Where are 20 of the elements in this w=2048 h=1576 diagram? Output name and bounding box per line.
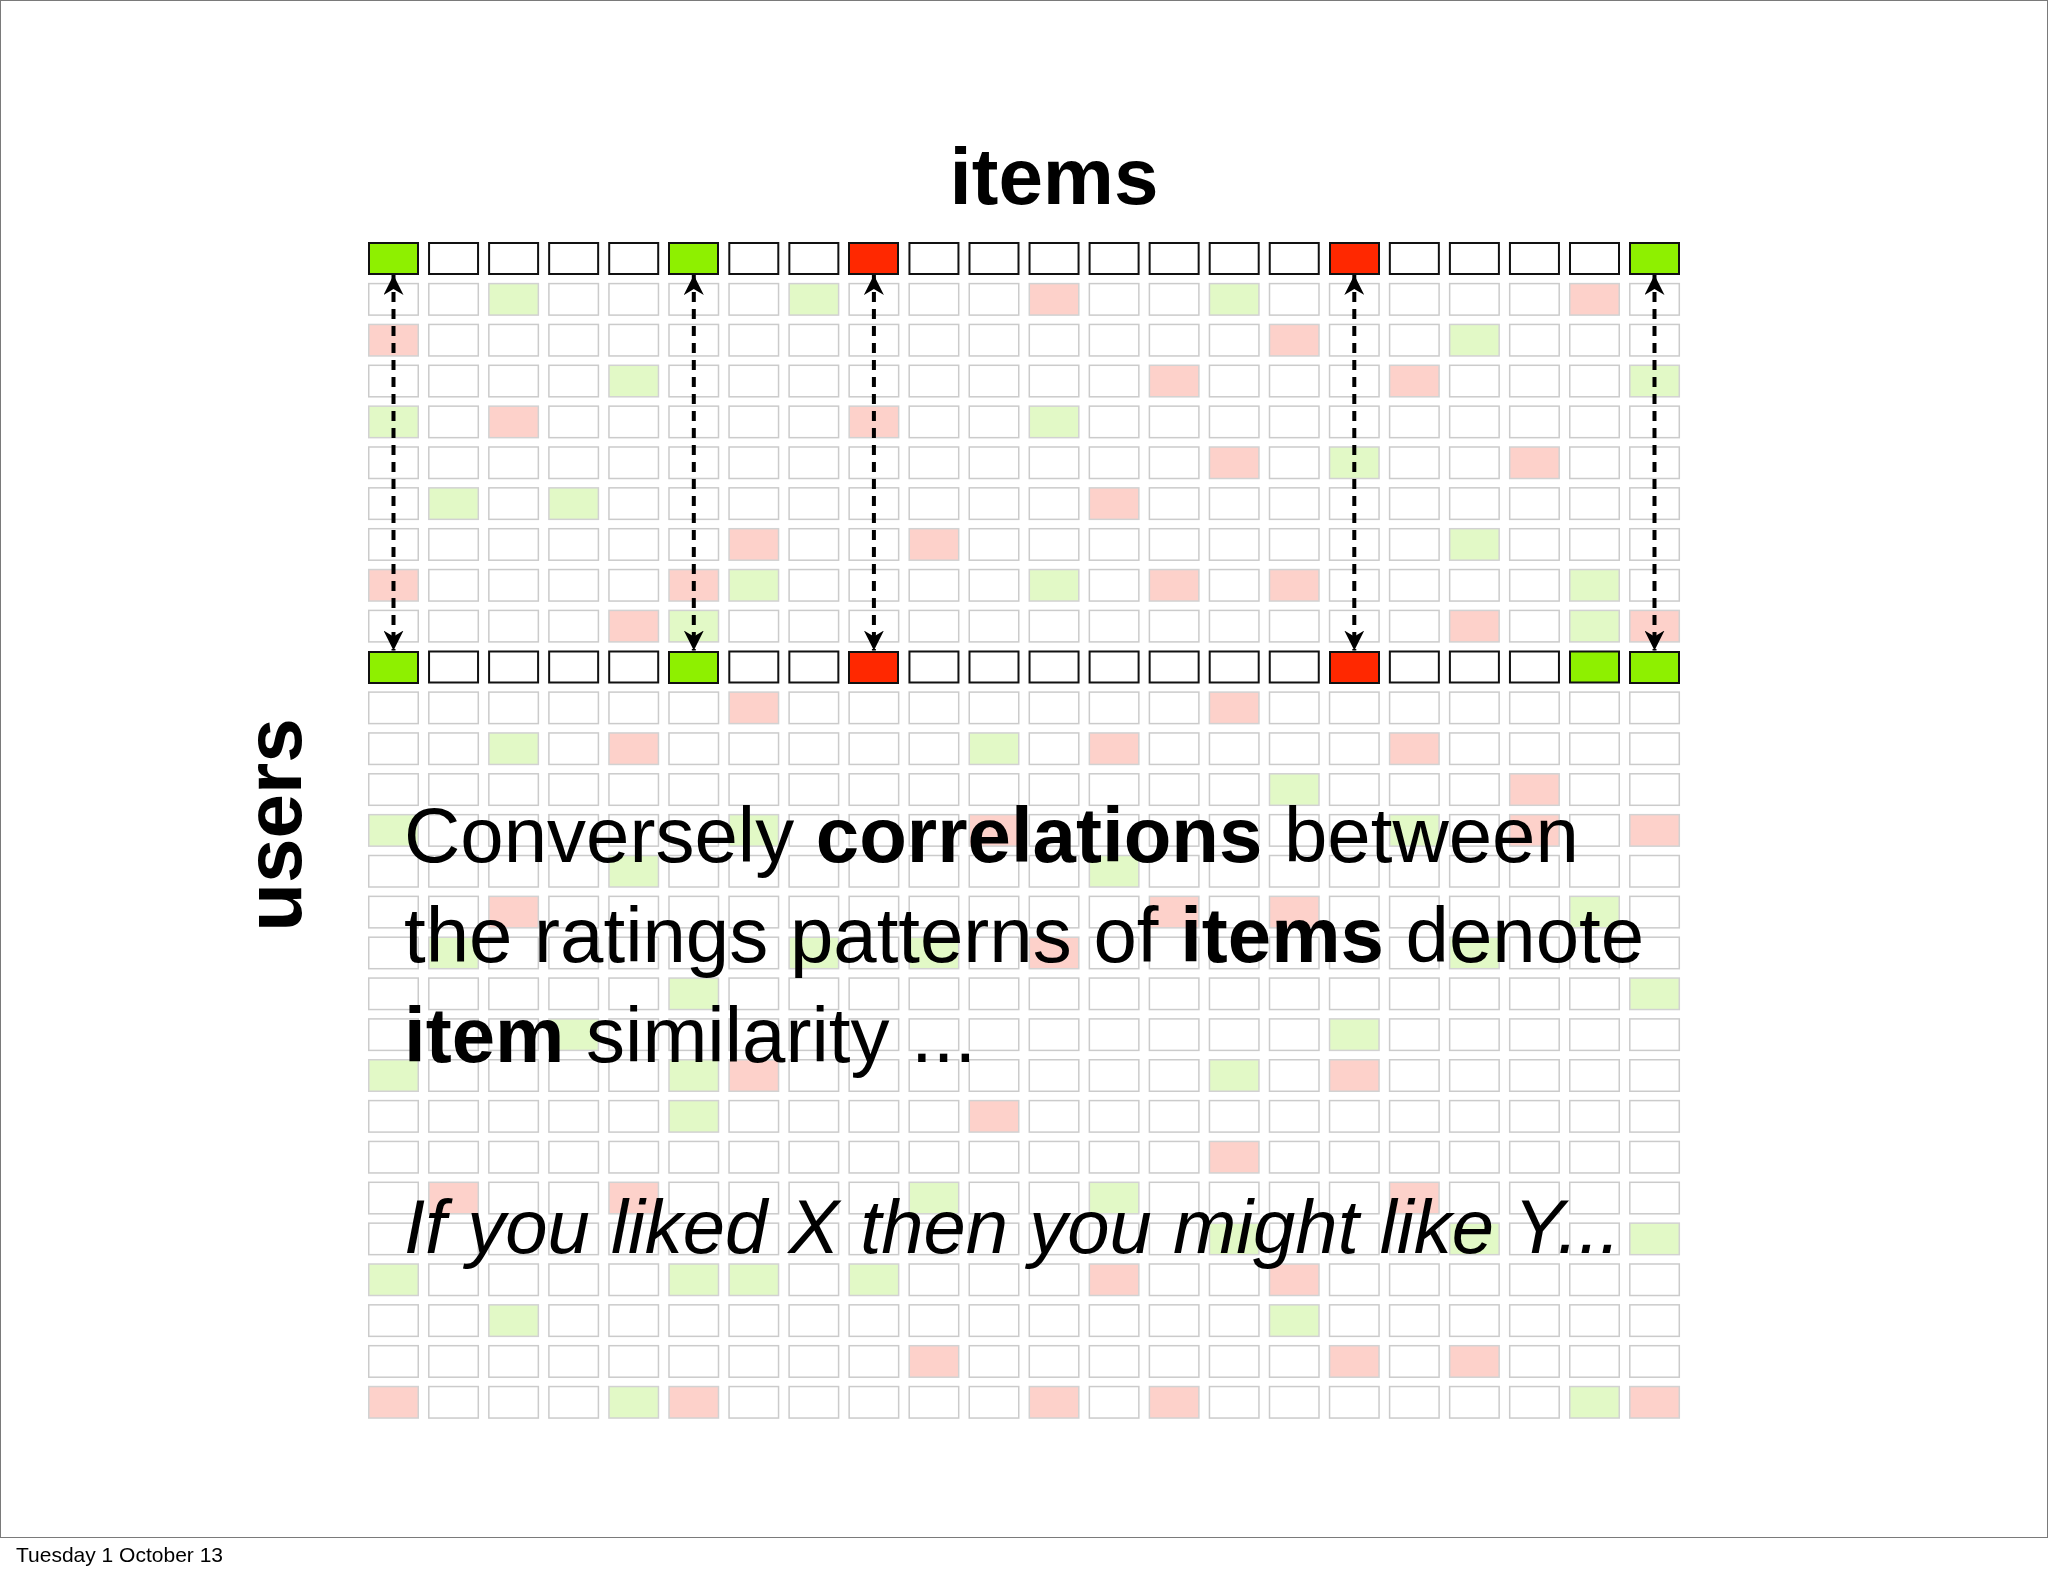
- axis-label: items: [949, 137, 1159, 217]
- rating-cell: [668, 242, 720, 275]
- rating-cell: [1629, 242, 1681, 275]
- rating-cell: [668, 650, 720, 684]
- rating-cell: [848, 650, 900, 684]
- double-arrow: [383, 275, 404, 651]
- date-footer: Tuesday 1 October 13: [16, 1544, 223, 1565]
- double-arrow: [1644, 275, 1665, 651]
- axis-label: users: [234, 718, 314, 932]
- rating-cell: [1629, 650, 1681, 684]
- rating-cell: [368, 650, 419, 684]
- double-arrow: [863, 275, 884, 651]
- double-arrow: [1344, 275, 1365, 651]
- body-text: Conversely correlations between the ratings patterns of items denote item similarity ...: [404, 790, 1646, 1081]
- example-sentence: If you liked X then you might like Y...: [404, 1183, 1621, 1271]
- rating-cell: [1328, 650, 1380, 684]
- rating-cell: [368, 242, 419, 275]
- rating-cell: [1328, 242, 1380, 275]
- rating-cell: [848, 242, 900, 275]
- double-arrow: [683, 275, 704, 651]
